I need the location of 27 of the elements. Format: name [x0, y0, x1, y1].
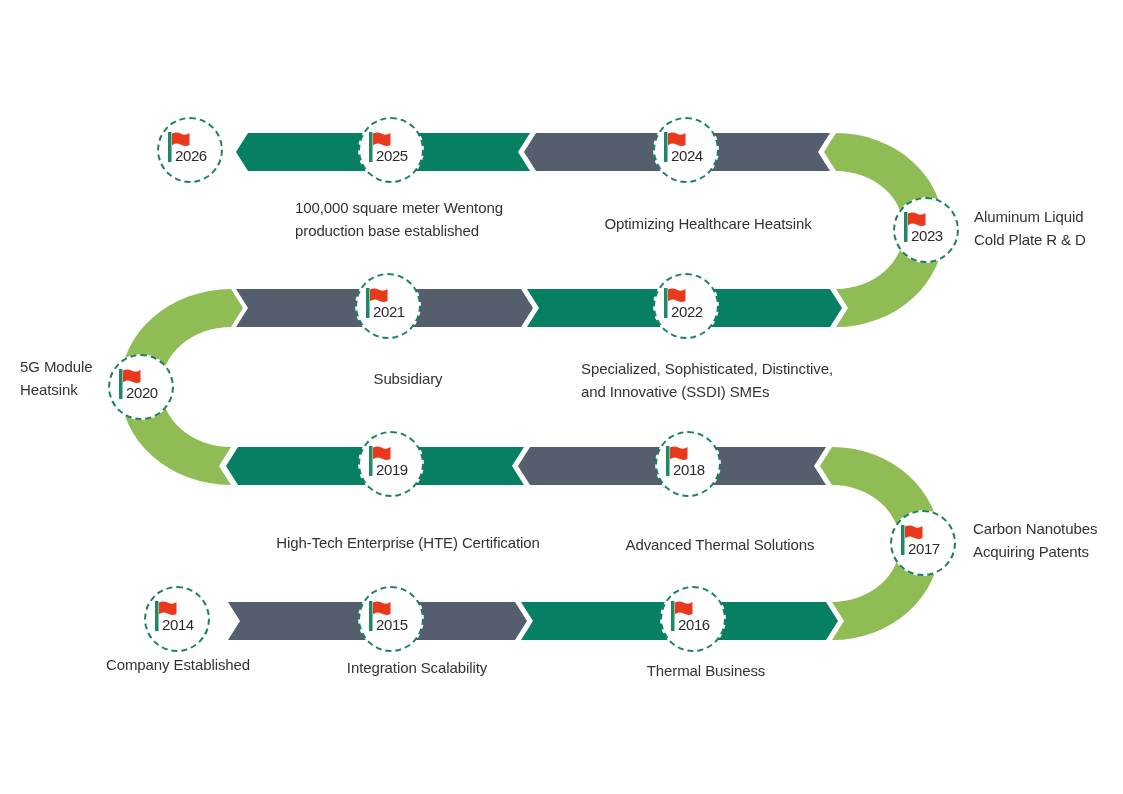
milestone-circle: [108, 354, 174, 420]
milestone-caption: Advanced Thermal Solutions: [625, 535, 815, 555]
year-label: 2021: [373, 303, 405, 320]
year-label: 2019: [376, 461, 408, 478]
year-label: 2022: [671, 303, 703, 320]
milestone-caption: 5G Module Heatsink: [20, 357, 94, 400]
milestone-caption: Subsidiary: [373, 369, 443, 389]
milestone-caption: Thermal Business: [646, 661, 766, 681]
milestone-caption: Carbon Nanotubes Acquiring Patents: [973, 519, 1099, 562]
year-label: 2015: [376, 616, 408, 633]
year-label: 2026: [175, 147, 207, 164]
year-label: 2018: [673, 461, 705, 478]
year-label: 2024: [671, 147, 703, 164]
milestone-caption: Company Established: [106, 655, 250, 675]
year-label: 2014: [162, 616, 194, 633]
milestone-caption: Aluminum Liquid Cold Plate R & D: [974, 207, 1087, 250]
year-label: 2023: [911, 227, 943, 244]
milestone-caption: 100,000 square meter Wentong production base established: [295, 198, 504, 241]
milestone-caption: High-Tech Enterprise (HTE) Certification: [276, 533, 540, 553]
milestone-caption: Optimizing Healthcare Heatsink: [604, 214, 812, 234]
year-label: 2016: [678, 616, 710, 633]
year-label: 2017: [908, 540, 940, 557]
year-label: 2020: [126, 384, 158, 401]
milestone-caption: Specialized, Sophisticated, Distinctive, and Innovative (SSDI) SMEs: [581, 359, 834, 402]
milestone-caption: Integration Scalability: [346, 658, 488, 678]
year-label: 2025: [376, 147, 408, 164]
milestone-circle: [893, 197, 959, 263]
